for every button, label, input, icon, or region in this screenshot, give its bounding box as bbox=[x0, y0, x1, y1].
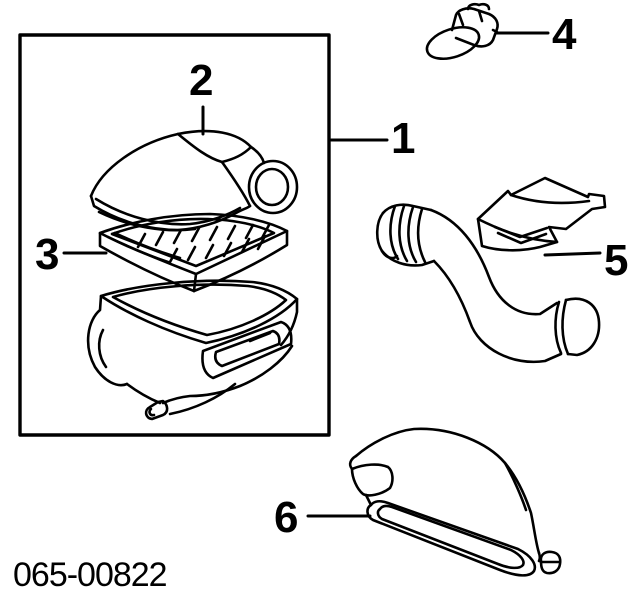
callout-label-3: 3 bbox=[35, 230, 60, 279]
callout-leader-lines bbox=[62, 31, 602, 518]
callout-label-4: 4 bbox=[552, 10, 577, 59]
air-filter-element-drawing bbox=[98, 212, 289, 293]
callout-label-6: 6 bbox=[274, 493, 299, 542]
air-cleaner-case-drawing bbox=[86, 279, 299, 421]
callout-label-2: 2 bbox=[189, 56, 214, 105]
intake-air-sensor-drawing bbox=[425, 2, 499, 61]
assembly-frame-box bbox=[18, 33, 331, 437]
intake-hose-resonator-drawing bbox=[375, 176, 607, 364]
air-intake-duct-drawing bbox=[348, 427, 562, 577]
callout-label-1: 1 bbox=[391, 114, 416, 163]
callout-label-5: 5 bbox=[604, 236, 629, 285]
drawing-number: 065-00822 bbox=[13, 556, 168, 594]
leader-line-5 bbox=[543, 251, 602, 257]
air-cleaner-cover-drawing bbox=[89, 129, 299, 232]
